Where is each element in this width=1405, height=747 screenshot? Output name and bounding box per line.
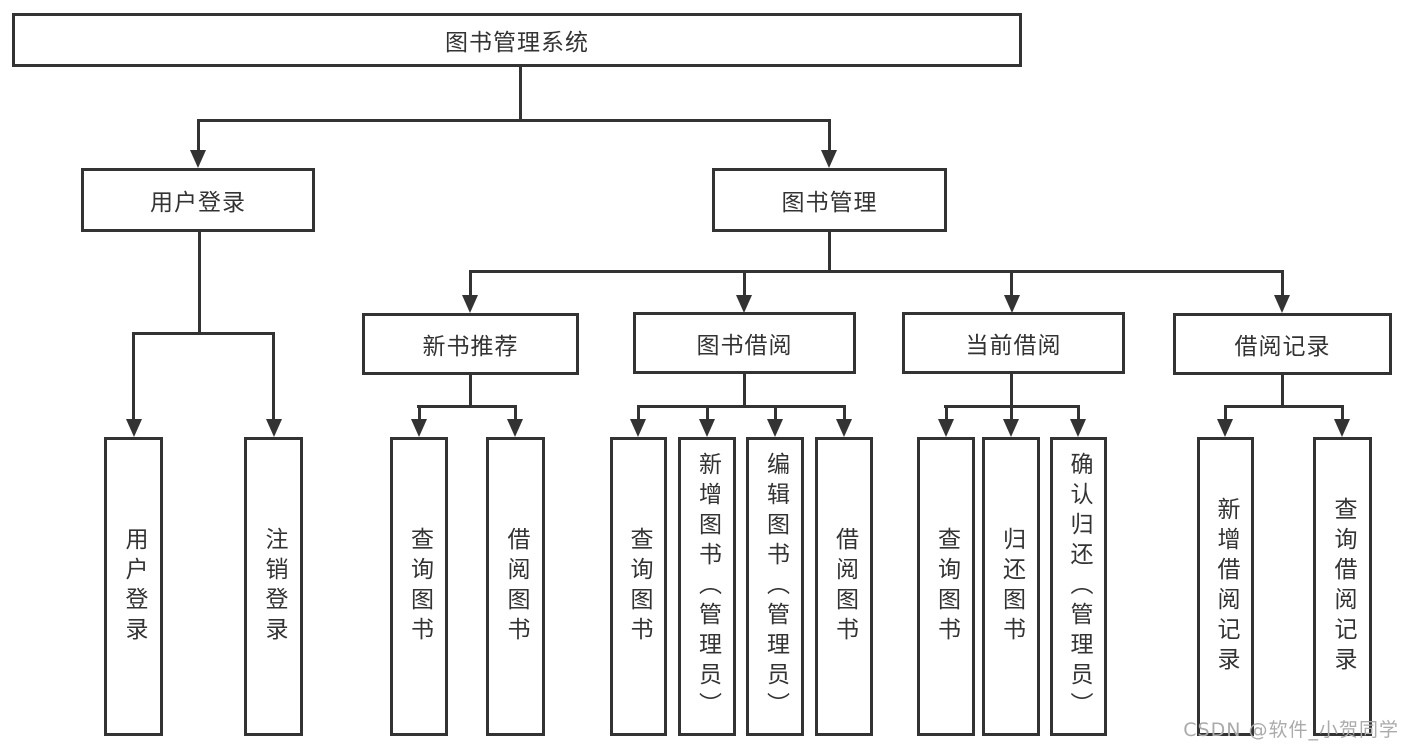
connector-line [637,405,845,408]
node-user-login-label: 用户登录 [150,190,246,216]
leaf-add-books-admin: 新增图书（管理员） [678,437,736,736]
node-new-book-recommend-label: 新书推荐 [422,334,519,360]
arrow-down-icon [1004,295,1020,313]
node-new-book-recommend: 新书推荐 [362,313,579,375]
connector-line [519,67,522,121]
leaf-confirm-return-admin: 确认归还（管理员） [1050,437,1107,736]
leaf-query-books-borrow-label: 查询图书 [626,526,652,647]
connector-line [637,405,640,421]
connector-line [1281,270,1284,297]
leaf-query-books-current: 查询图书 [917,437,975,736]
node-root-label: 图书管理系统 [445,30,589,56]
leaf-borrow-books-label: 借阅图书 [831,526,858,647]
connector-line [514,405,517,421]
arrow-down-icon [821,150,837,168]
leaf-logout-label: 注销登录 [261,526,287,647]
leaf-return-books: 归还图书 [982,437,1040,736]
leaf-borrow-books-recommend: 借阅图书 [486,437,545,736]
arrow-down-icon [1003,419,1019,437]
node-borrow-record-label: 借阅记录 [1234,334,1331,360]
arrow-down-icon [1334,419,1350,437]
connector-line [417,405,517,408]
arrow-down-icon [938,419,954,437]
connector-line [743,374,746,407]
leaf-add-books-admin-label: 新增图书（管理员） [694,451,721,722]
node-current-borrow: 当前借阅 [902,312,1125,374]
leaf-query-books-current-label: 查询图书 [933,526,960,647]
connector-line [1010,270,1013,297]
connector-line [1281,375,1284,407]
arrow-down-icon [1217,419,1233,437]
node-book-borrow-label: 图书借阅 [696,333,793,359]
leaf-query-borrow-record: 查询借阅记录 [1313,437,1372,736]
connector-line [706,405,709,421]
arrow-down-icon [411,419,427,437]
leaf-user-login: 用户登录 [104,437,163,736]
arrow-down-icon [507,419,523,437]
connector-line [418,405,421,421]
connector-line [1224,405,1344,408]
connector-line [1077,405,1080,421]
leaf-edit-books-admin-label: 编辑图书（管理员） [762,451,789,722]
connector-line [843,405,846,421]
connector-line [743,270,746,297]
node-borrow-record: 借阅记录 [1173,313,1392,375]
connector-line [198,232,201,335]
arrow-down-icon [266,419,282,437]
leaf-borrow-books: 借阅图书 [815,437,873,736]
connector-line [132,332,275,335]
connector-line [469,375,472,408]
connector-line [1010,374,1013,407]
leaf-borrow-books-recommend-label: 借阅图书 [503,526,529,647]
node-current-borrow-label: 当前借阅 [965,333,1062,359]
connector-line [774,405,777,421]
node-user-login: 用户登录 [81,168,315,232]
leaf-query-borrow-record-label: 查询借阅记录 [1330,496,1356,677]
connector-line [469,270,472,297]
arrow-down-icon [1070,419,1086,437]
node-root: 图书管理系统 [12,13,1022,67]
node-book-management-label: 图书管理 [781,190,878,216]
connector-line [1010,405,1013,421]
connector-line [1341,405,1344,421]
watermark-text: CSDN @软件_小贺同学 [1183,719,1399,741]
leaf-edit-books-admin: 编辑图书（管理员） [746,437,804,736]
connector-line [945,405,948,421]
connector-line [469,270,1284,273]
connector-line [1224,405,1227,421]
connector-line [828,232,831,273]
node-book-borrow: 图书借阅 [633,312,856,374]
leaf-user-login-label: 用户登录 [121,526,147,647]
leaf-query-books-borrow: 查询图书 [610,437,667,736]
connector-line [828,119,831,152]
leaf-query-books-recommend-label: 查询图书 [406,526,433,647]
connector-line [197,119,831,122]
leaf-return-books-label: 归还图书 [998,526,1025,647]
leaf-query-books-recommend: 查询图书 [390,437,448,736]
leaf-add-borrow-record-label: 新增借阅记录 [1213,496,1239,677]
arrow-down-icon [767,419,783,437]
arrow-down-icon [736,295,752,313]
arrow-down-icon [836,419,852,437]
leaf-confirm-return-admin-label: 确认归还（管理员） [1066,451,1092,722]
node-book-management: 图书管理 [712,168,947,232]
arrow-down-icon [126,419,142,437]
connector-line [132,332,135,421]
arrow-down-icon [462,295,478,313]
arrow-down-icon [1274,295,1290,313]
arrow-down-icon [190,150,206,168]
leaf-logout: 注销登录 [244,437,303,736]
connector-line [272,332,275,421]
leaf-add-borrow-record: 新增借阅记录 [1197,437,1254,736]
arrow-down-icon [630,419,646,437]
connector-line [197,119,200,152]
arrow-down-icon [699,419,715,437]
